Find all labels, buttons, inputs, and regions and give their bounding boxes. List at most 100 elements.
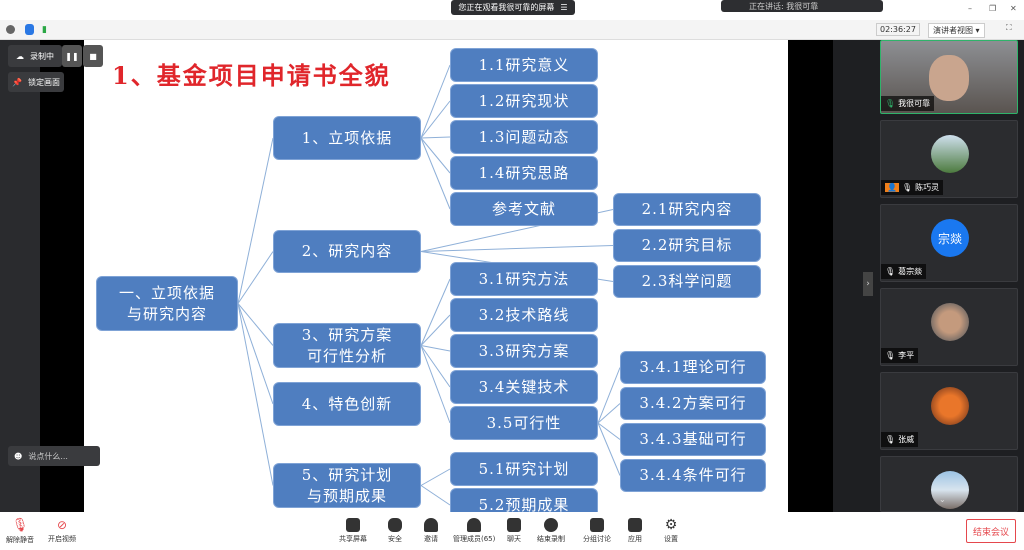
participant-tile[interactable]: 宗燚 🎙葛宗燚	[880, 204, 1018, 282]
participant-tile[interactable]: 🎙我很可靠	[880, 40, 1018, 114]
chat-icon	[507, 518, 521, 532]
info-icon[interactable]	[6, 25, 15, 34]
node-level2: 参考文献	[450, 192, 598, 226]
participant-name: 陈巧灵	[915, 183, 940, 192]
breakout-button[interactable]: 分组讨论	[583, 518, 611, 544]
record-icon	[544, 518, 558, 532]
invite-button[interactable]: 邀请	[424, 518, 438, 544]
security-button[interactable]: 安全	[388, 518, 402, 544]
breakout-label: 分组讨论	[583, 535, 611, 543]
unmute-button[interactable]: 🎙解除静音	[6, 518, 34, 545]
avatar	[931, 387, 969, 425]
participant-label: 👤🎙陈巧灵	[881, 180, 944, 195]
participant-label: 🎙张威	[881, 432, 919, 447]
record-label: 结束录制	[537, 535, 565, 543]
participant-tile[interactable]: ⌄	[880, 456, 1018, 512]
collapse-panel-button[interactable]: ›	[863, 272, 873, 296]
slide-title: 1、基金项目申请书全貌	[112, 61, 391, 90]
host-icon: 👤	[885, 183, 899, 192]
shield-icon[interactable]	[25, 24, 34, 35]
pause-recording-button[interactable]: ❚❚	[62, 45, 82, 67]
pin-view-button[interactable]: 📌锁定画面	[8, 72, 64, 92]
participant-tile[interactable]: 👤🎙陈巧灵	[880, 120, 1018, 198]
settings-button[interactable]: ⚙设置	[664, 518, 678, 544]
speaking-text: 正在讲话: 我很可靠	[749, 1, 819, 11]
video-feed	[929, 55, 969, 101]
node-level2: 3.1研究方法	[450, 262, 598, 296]
breakout-icon	[590, 518, 604, 532]
chat-button[interactable]: 聊天	[507, 518, 521, 544]
chat-input[interactable]: ☻说点什么...	[8, 446, 100, 466]
screen-share-text: 您正在观看我很可靠的屏幕	[458, 3, 555, 12]
minimize-button[interactable]: –	[968, 4, 972, 13]
connector-line	[420, 64, 451, 139]
emoji-icon[interactable]: ☻	[14, 451, 23, 461]
node-level2: 2.1研究内容	[613, 193, 761, 226]
chat-label: 聊天	[507, 535, 521, 543]
shared-slide: 1、基金项目申请书全貌 一、立项依据 与研究内容 1、立项依据 2、研究内容 3…	[84, 40, 788, 512]
avatar	[931, 471, 969, 509]
participant-tile[interactable]: 🎙李平	[880, 288, 1018, 366]
cloud-icon: ☁	[16, 51, 24, 61]
settings-label: 设置	[664, 535, 678, 543]
view-mode-dropdown[interactable]: 演讲者视图 ▾	[928, 23, 985, 38]
participant-name: 葛宗燚	[898, 267, 923, 276]
connector-line	[237, 137, 274, 304]
connector-line	[597, 422, 621, 476]
invite-icon	[424, 518, 438, 532]
end-meeting-button[interactable]: 结束会议	[966, 519, 1016, 543]
meeting-timer: 02:36:27	[876, 23, 920, 36]
participant-name: 我很可靠	[898, 99, 931, 108]
apps-button[interactable]: 应用	[628, 518, 642, 544]
mic-muted-icon: 🎙	[11, 518, 29, 533]
apps-label: 应用	[628, 535, 642, 543]
node-level1: 5、研究计划 与预期成果	[273, 463, 421, 508]
left-pane	[0, 40, 40, 512]
security-label: 安全	[388, 535, 402, 543]
recording-indicator: ☁录制中	[8, 45, 62, 67]
node-level2: 3.4关键技术	[450, 370, 598, 404]
connector-line	[597, 422, 621, 440]
letterbox-right	[788, 40, 833, 512]
members-icon	[467, 518, 482, 532]
node-level1: 2、研究内容	[273, 230, 421, 273]
maximize-button[interactable]: ❐	[989, 4, 997, 13]
members-label: 管理成员(65)	[453, 535, 496, 543]
participant-label: 🎙我很可靠	[881, 96, 935, 111]
invite-label: 邀请	[424, 535, 438, 543]
node-level2: 1.2研究现状	[450, 84, 598, 118]
connector-line	[420, 345, 451, 388]
connector-line	[420, 345, 451, 424]
signal-icon[interactable]: ▮	[42, 25, 47, 35]
connector-line	[420, 136, 451, 139]
mic-muted-icon: 🎙	[885, 267, 896, 276]
scroll-down-icon[interactable]: ⌄	[939, 495, 946, 504]
mic-muted-icon: 🎙	[885, 351, 896, 360]
participant-tile[interactable]: 🎙张威	[880, 372, 1018, 450]
connector-line	[420, 278, 451, 346]
connector-line	[420, 314, 451, 346]
node-level2: 3.5可行性	[450, 406, 598, 440]
stop-recording-button[interactable]: ■	[83, 45, 103, 67]
participant-label: 🎙葛宗燚	[881, 264, 927, 279]
node-level1: 3、研究方案 可行性分析	[273, 323, 421, 368]
avatar: 宗燚	[931, 219, 969, 257]
manage-members-button[interactable]: 管理成员(65)	[453, 518, 495, 544]
connector-line	[420, 245, 614, 252]
start-video-button[interactable]: ⊘开启视频	[48, 518, 76, 544]
pin-icon: 📌	[12, 77, 22, 87]
node-level2: 1.1研究意义	[450, 48, 598, 82]
share-screen-button[interactable]: 共享屏幕	[339, 518, 367, 544]
connector-line	[420, 100, 451, 139]
mic-muted-icon: 🎙	[901, 183, 913, 192]
view-mode-label: 演讲者视图	[933, 26, 973, 35]
close-button[interactable]: ✕	[1010, 4, 1017, 13]
fullscreen-icon[interactable]: ⛶	[1006, 23, 1012, 32]
node-level2: 2.3科学问题	[613, 265, 761, 298]
screen-share-notice[interactable]: 您正在观看我很可靠的屏幕☰	[451, 0, 575, 15]
node-root: 一、立项依据 与研究内容	[96, 276, 238, 331]
avatar	[931, 303, 969, 341]
stop-recording-toolbar-button[interactable]: 结束录制	[537, 518, 565, 544]
shield-icon	[388, 518, 402, 532]
share-label: 共享屏幕	[339, 535, 367, 543]
